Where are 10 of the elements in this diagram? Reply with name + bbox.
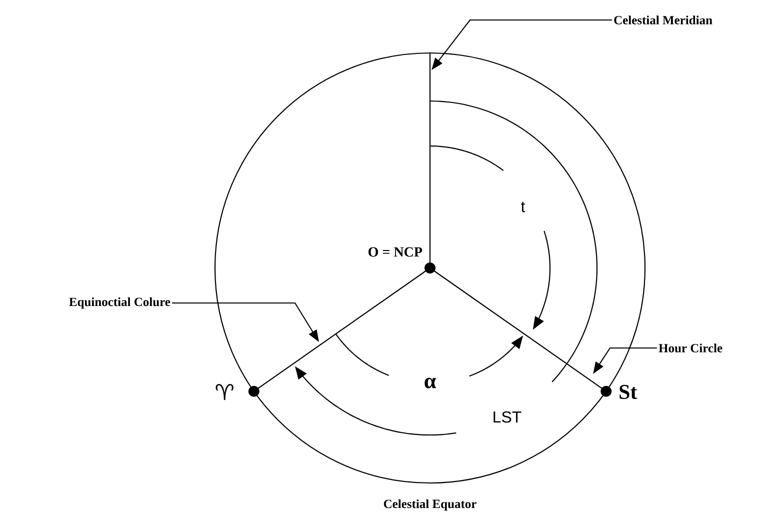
- circle-label: Celestial Equator: [384, 499, 476, 511]
- point-label: St: [620, 384, 638, 400]
- angle-label: t: [521, 202, 526, 212]
- angle-label: LST: [494, 411, 522, 423]
- callout-label: Celestial Meridian: [614, 16, 712, 24]
- angle-label: α: [424, 378, 436, 388]
- callout-label: Hour Circle: [658, 344, 722, 352]
- point-label: O = NCP: [368, 247, 422, 257]
- point-label: ♈: [216, 384, 234, 400]
- callout-label: Equinoctial Colure: [69, 297, 170, 309]
